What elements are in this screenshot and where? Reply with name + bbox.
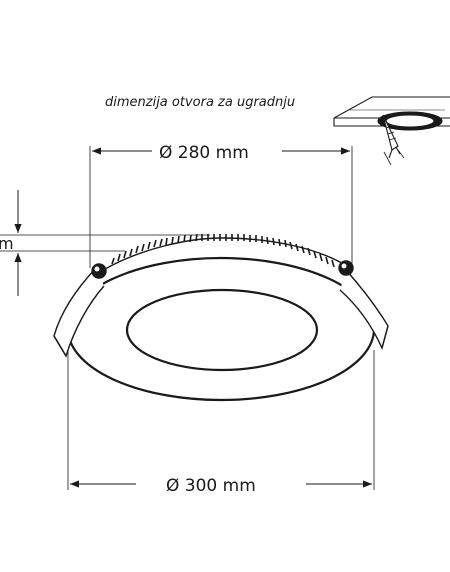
cutout-caption: dimenzija otvora za ugradnju xyxy=(105,95,295,110)
height-dimension-label: m xyxy=(0,234,14,253)
heatsink-fins xyxy=(111,233,335,268)
ceiling-cutout-icon xyxy=(333,96,450,166)
spring-clip-left xyxy=(53,263,107,358)
cutout-dimension: Ø 280 mm xyxy=(89,143,353,268)
downlight-panel xyxy=(66,233,376,402)
outer-dimension: Ø 300 mm xyxy=(67,350,375,496)
outer-dimension-label: Ø 300 mm xyxy=(166,476,256,496)
cutout-dimension-label: Ø 280 mm xyxy=(159,143,249,163)
spring-clip-right xyxy=(338,260,389,351)
height-dimension: m xyxy=(0,190,210,296)
